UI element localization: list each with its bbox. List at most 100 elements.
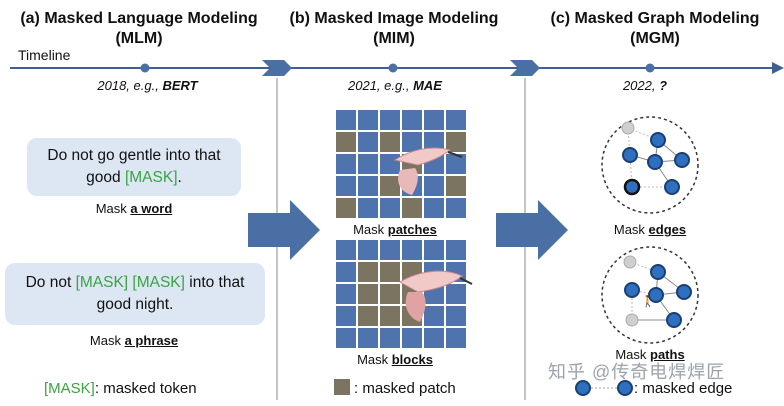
mgm-caption-paths: Mask paths [590, 347, 710, 362]
patches-grid-patch [402, 110, 422, 130]
timeline-label: Timeline [18, 47, 71, 63]
blocks-grid-masked-patch [380, 284, 400, 304]
block-grid-image [336, 240, 466, 348]
blocks-grid-patch [380, 240, 400, 260]
mim-caption-patches-pre: Mask [353, 222, 388, 237]
mim-title-line1: (b) Masked Image Modeling [289, 10, 499, 27]
blocks-grid-patch [336, 284, 356, 304]
patches-grid-patch [358, 132, 378, 152]
watermark: 知乎 @传奇电焊焊匠 [548, 362, 726, 382]
patches-grid-masked-patch [336, 132, 356, 152]
mlm-year-prefix: 2018, e.g., [97, 78, 163, 93]
blocks-grid-patch [446, 306, 466, 326]
mlm-title: (a) Masked Language Modeling (MLM) [0, 9, 278, 49]
mlm-caption-word: Mask a word [27, 201, 241, 216]
mgm-caption-paths-pre: Mask [615, 347, 650, 362]
mgm-caption-edges: Mask edges [590, 222, 710, 237]
bird-illustration-top [393, 147, 463, 195]
mlm-sentence1-line1: Do not go gentle into that [47, 147, 221, 164]
blocks-grid-patch [358, 240, 378, 260]
mlm-year-model: BERT [162, 78, 198, 93]
patches-grid-patch [402, 132, 422, 152]
mgm-year: 2022, ? [590, 78, 700, 93]
blocks-grid-patch [402, 240, 422, 260]
patches-grid-patch [446, 154, 466, 174]
patches-grid-patch [380, 154, 400, 174]
blocks-grid-patch [380, 328, 400, 348]
svg-text:🚶: 🚶 [641, 295, 655, 308]
mlm-legend-token: [MASK] [44, 380, 95, 397]
patches-grid-patch [336, 154, 356, 174]
arrow-right-2 [496, 200, 568, 260]
mlm-sentence2-line1: Do not [MASK] [MASK] into that [26, 272, 245, 294]
blocks-grid-masked-patch [358, 262, 378, 282]
mlm-sentence1-line2: good [MASK]. [86, 167, 182, 189]
mgm-caption-edges-bold: edges [648, 222, 687, 237]
mlm-legend-text: : masked token [94, 380, 197, 397]
patches-grid-patch [380, 198, 400, 218]
mgm-caption-edges-pre: Mask [613, 222, 649, 237]
blocks-grid-patch [336, 328, 356, 348]
mlm-sentence2-line2: good night. [96, 296, 174, 313]
mlm-title-line2: (MLM) [115, 30, 163, 47]
mgm-year-model: ? [659, 78, 668, 93]
blocks-grid-patch [336, 306, 356, 326]
patches-grid-masked-patch [336, 198, 356, 218]
mim-year: 2021, e.g., MAE [310, 78, 480, 93]
blocks-grid-masked-patch [380, 262, 400, 282]
mlm-caption-phrase-bold: a phrase [124, 333, 179, 348]
graph-masked-paths: 🚶 [601, 246, 699, 344]
mlm-sentence2-mask: [MASK] [MASK] [75, 274, 185, 291]
timeline-marker-2 [510, 60, 540, 76]
mlm-sentence1-mask: [MASK] [124, 169, 178, 186]
mgm-title-line2: (MGM) [630, 30, 680, 47]
mlm-caption-word-bold: a word [130, 201, 173, 216]
blocks-grid-patch [446, 284, 466, 304]
mlm-caption-word-pre: Mask [95, 201, 131, 216]
blocks-grid-patch [358, 328, 378, 348]
patches-grid-masked-patch [446, 132, 466, 152]
patches-grid-patch [446, 110, 466, 130]
mim-legend-text: : masked patch [354, 380, 456, 397]
patches-grid-patch [358, 176, 378, 196]
mlm-phrase-bubble: Do not [MASK] [MASK] into that good nigh… [5, 263, 265, 325]
blocks-grid-patch [424, 240, 444, 260]
blocks-grid-patch [424, 306, 444, 326]
blocks-grid-patch [424, 328, 444, 348]
blocks-grid-patch [336, 240, 356, 260]
timeline-dot-2018 [140, 63, 150, 73]
mim-caption-blocks: Mask blocks [330, 352, 460, 367]
legend-masked-patch-swatch [334, 379, 350, 395]
mlm-title-line1: (a) Masked Language Modeling [20, 10, 258, 27]
patches-grid-patch [336, 110, 356, 130]
mlm-sentence1-pre: good [86, 169, 125, 186]
patches-grid-masked-patch [380, 132, 400, 152]
mlm-sentence2-pre: Do not [25, 274, 76, 291]
timeline-dot-2021 [388, 63, 398, 73]
timeline-marker-1 [262, 60, 292, 76]
mlm-caption-phrase: Mask a phrase [27, 333, 241, 348]
arrow-right-1 [248, 200, 320, 260]
patches-grid-patch [380, 110, 400, 130]
patches-grid-patch [424, 132, 444, 152]
mlm-year: 2018, e.g., BERT [60, 78, 235, 93]
mim-caption-patches: Mask patches [330, 222, 460, 237]
mgm-caption-paths-bold: paths [650, 347, 685, 362]
patches-grid-patch [358, 154, 378, 174]
patches-grid-masked-patch [380, 176, 400, 196]
patches-grid-masked-patch [446, 176, 466, 196]
patches-grid-patch [336, 176, 356, 196]
bird-illustration-bottom [398, 270, 473, 322]
patches-grid-patch [424, 198, 444, 218]
timeline-arrowhead [772, 62, 784, 74]
blocks-grid-patch [336, 262, 356, 282]
mim-caption-blocks-pre: Mask [357, 352, 392, 367]
mim-caption-blocks-bold: blocks [391, 352, 433, 367]
mgm-year-prefix: 2022, [622, 78, 660, 93]
patches-grid-patch [446, 198, 466, 218]
mgm-legend-text: : masked edge [634, 380, 733, 397]
mlm-word-bubble: Do not go gentle into that good [MASK]. [27, 138, 241, 196]
mgm-title: (c) Masked Graph Modeling (MGM) [526, 9, 784, 49]
blocks-grid-patch [446, 328, 466, 348]
